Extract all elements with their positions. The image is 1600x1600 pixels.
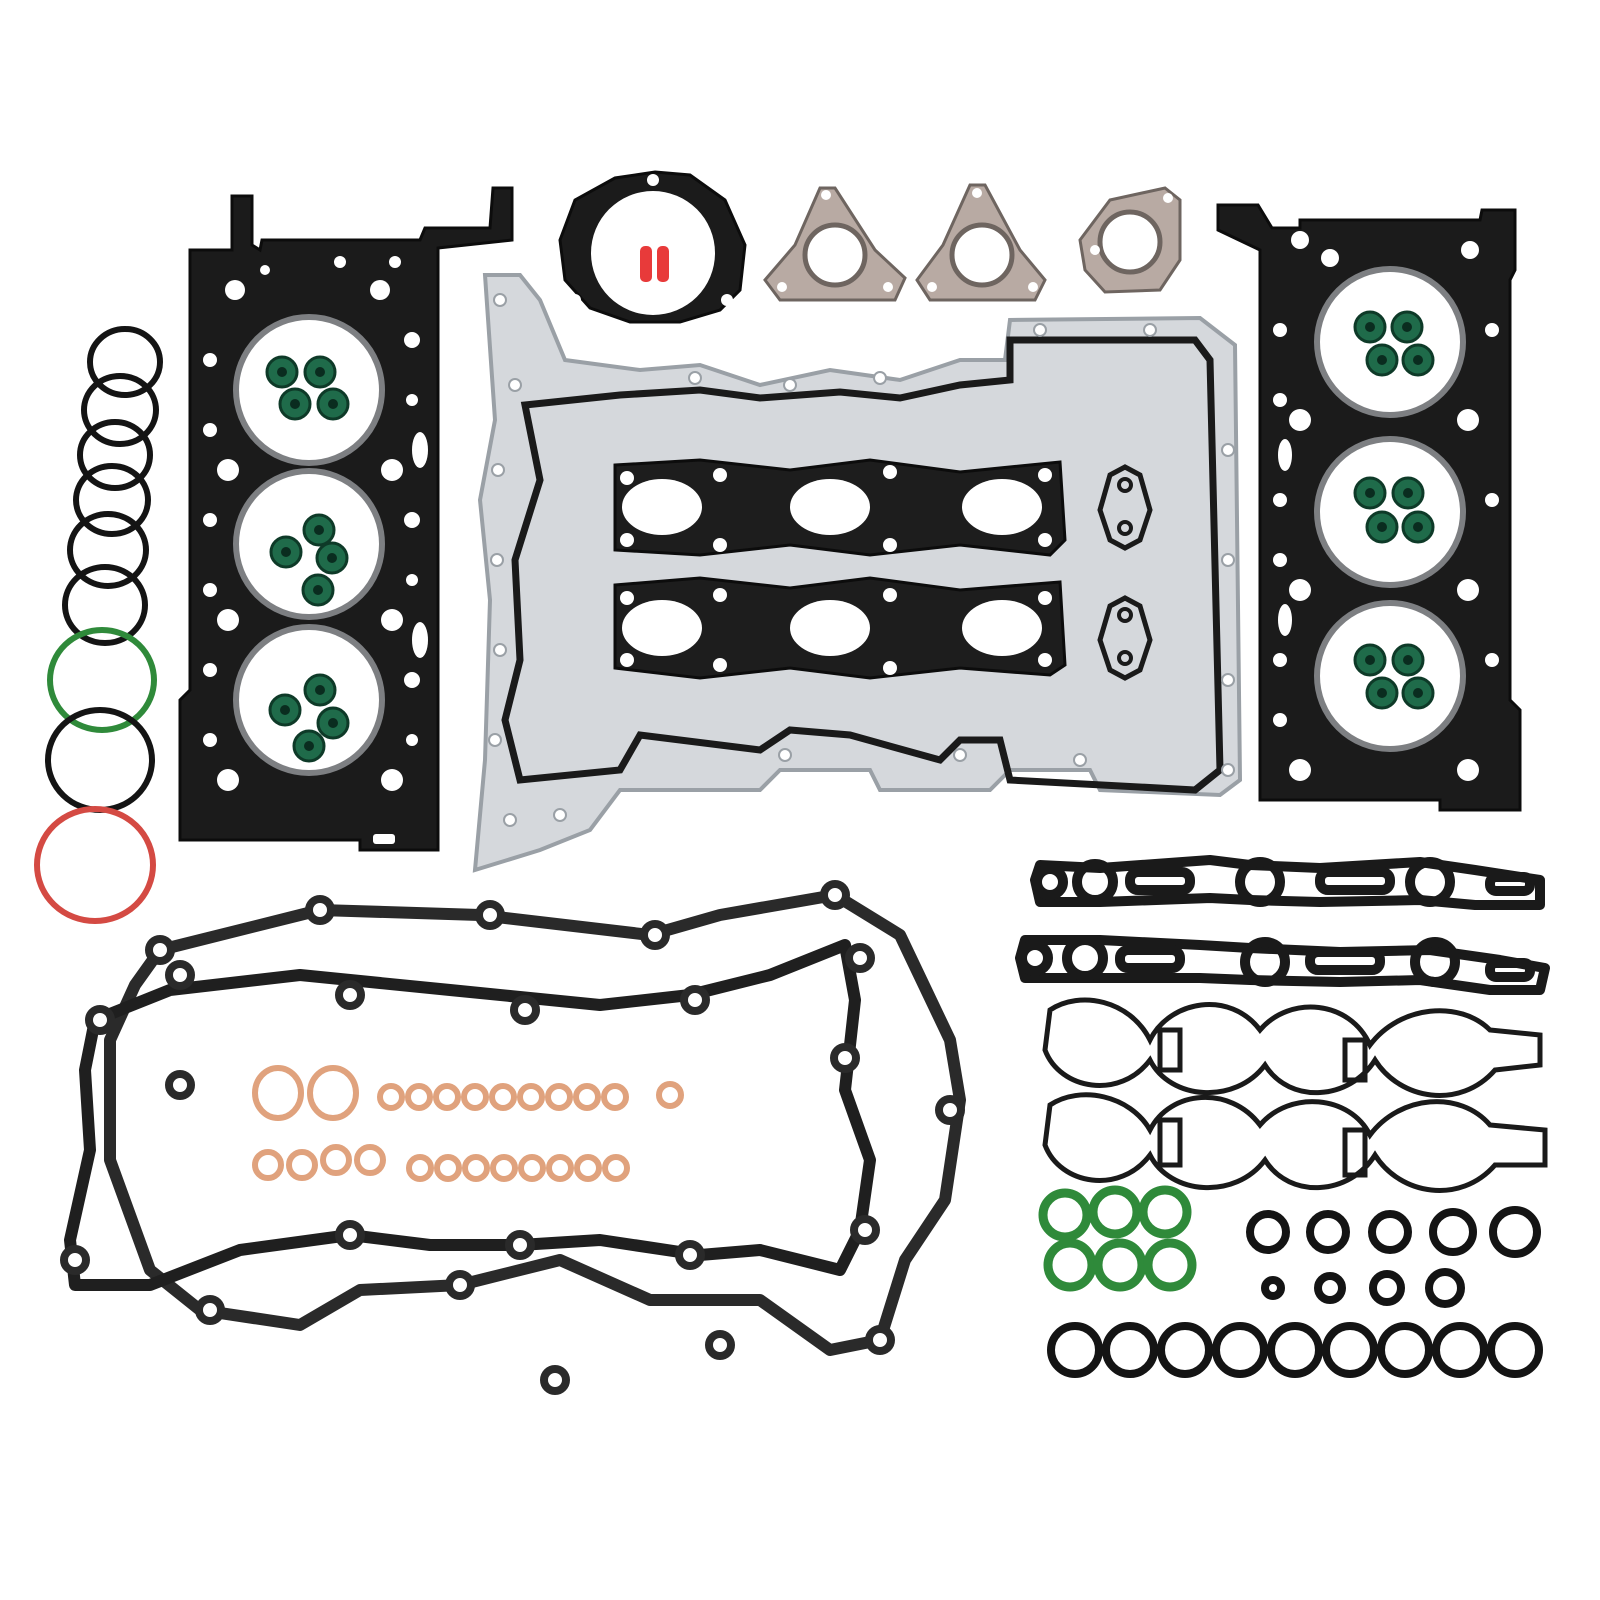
valve-cover-gasket-outer xyxy=(104,889,966,1356)
valve-cover-bolt-bosses xyxy=(60,880,965,1395)
left-o-ring-stack xyxy=(34,326,163,924)
copper-washers xyxy=(252,1065,684,1182)
plenum-gasket-upper xyxy=(1042,997,1543,1098)
green-o-rings xyxy=(1038,1185,1197,1292)
small-oval-gaskets xyxy=(1097,464,1153,681)
valve-cover-gasket-inner xyxy=(64,939,876,1291)
plenum-gasket-lower xyxy=(1042,1092,1548,1193)
red-plugs xyxy=(640,246,669,282)
timing-cover-gasket xyxy=(472,273,1243,873)
right-head-gasket xyxy=(1216,203,1522,815)
exhaust-gasket-1 xyxy=(763,186,907,302)
small-o-rings xyxy=(1047,1206,1543,1378)
oil-cooler-gasket-upper xyxy=(1030,855,1545,910)
intake-manifold-gasket-upper xyxy=(613,458,1067,557)
left-head-gasket xyxy=(178,186,514,852)
exhaust-gasket-2 xyxy=(915,183,1047,302)
exhaust-gasket-3 xyxy=(1078,186,1182,294)
round-flange-gasket xyxy=(558,170,747,324)
intake-manifold-gasket-lower xyxy=(613,576,1067,680)
oil-cooler-gasket-lower xyxy=(1015,935,1550,995)
